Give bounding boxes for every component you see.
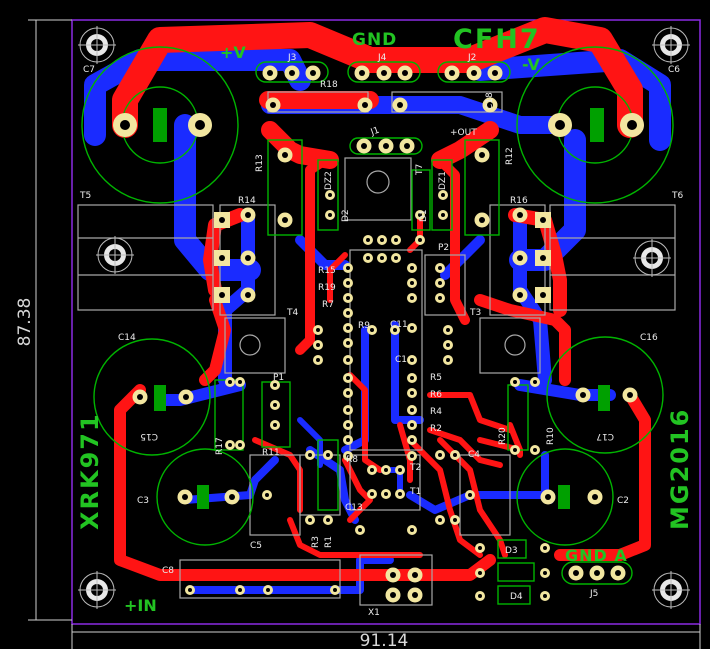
- ref-r5: R5: [430, 373, 442, 383]
- ref-p1: P1: [273, 373, 284, 383]
- ref-c18: C18: [485, 92, 495, 110]
- net-output-label: +OUT: [450, 128, 477, 138]
- ref-r9: R9: [358, 321, 370, 331]
- dimension-width: 91.14: [360, 631, 409, 649]
- ref-r15: R15: [318, 266, 336, 276]
- ref-c2: C2: [617, 496, 629, 506]
- dimension-height: 87.38: [15, 298, 35, 347]
- ref-p2: P2: [438, 243, 449, 253]
- pads-layer: [113, 65, 644, 603]
- ref-t2: T2: [409, 463, 421, 473]
- ref-c11: C11: [390, 320, 408, 330]
- ref-r10: R10: [546, 427, 556, 445]
- ref-d3: D3: [505, 546, 518, 556]
- revision-tag: MG2016: [666, 408, 694, 530]
- net-gnd-a-label: GND A: [565, 546, 628, 565]
- ref-r2: R2: [430, 424, 442, 434]
- ref-c13: C13: [345, 503, 363, 513]
- ref-t6: T6: [671, 191, 683, 201]
- silkscreen-layer: [77, 91, 676, 606]
- ref-c6: C6: [668, 65, 680, 75]
- ref-j3: J3: [287, 53, 296, 63]
- dimension-lines: [28, 19, 701, 649]
- ref-r7: R7: [322, 300, 334, 310]
- ref-d1: D1: [419, 209, 429, 222]
- ref-r11: R11: [262, 448, 280, 458]
- ref-dz1: DZ1: [438, 171, 448, 190]
- board-outline: [71, 19, 701, 625]
- ref-r3: R3: [311, 536, 321, 548]
- ref-j2: J2: [467, 53, 476, 63]
- ref-r6: R6: [430, 390, 442, 400]
- net-neg-supply-label: -V: [522, 55, 540, 74]
- ref-r1: R1: [324, 536, 334, 548]
- ref-t7: T7: [415, 164, 425, 176]
- ref-dz2: DZ2: [324, 171, 334, 190]
- ref-t4: T4: [286, 308, 298, 318]
- ref-c1: C1: [395, 355, 407, 365]
- ref-r18: R18: [320, 80, 338, 90]
- ref-r17: R17: [215, 437, 225, 455]
- ref-d2: D2: [341, 209, 351, 222]
- ref-c15: C15: [140, 431, 158, 441]
- ref-x1: X1: [368, 608, 380, 618]
- board-title: CFH7: [453, 24, 541, 55]
- ref-r8: R8: [346, 455, 358, 465]
- reference-designators: J3 J4 J2 J1 J5 R18 C18 C7 C6 R13 R12 DZ2…: [79, 53, 683, 618]
- ref-c17: C17: [596, 431, 614, 441]
- ref-c5: C5: [250, 541, 262, 551]
- ref-j5: J5: [589, 589, 598, 599]
- ref-r14: R14: [238, 196, 256, 206]
- ref-t5: T5: [79, 191, 91, 201]
- ref-c8: C8: [162, 566, 174, 576]
- ref-c4: C4: [468, 450, 480, 460]
- top-copper-layer: [112, 17, 651, 581]
- ref-j4: J4: [377, 53, 387, 63]
- ref-r12: R12: [505, 147, 515, 165]
- ref-r4: R4: [430, 407, 442, 417]
- ref-r13: R13: [255, 154, 265, 172]
- ref-j1: J1: [369, 126, 381, 139]
- ref-r16: R16: [510, 196, 528, 206]
- ref-c16: C16: [640, 333, 658, 343]
- ref-c3: C3: [137, 496, 149, 506]
- ref-t3: T3: [469, 308, 481, 318]
- net-gnd-label: GND: [352, 30, 397, 50]
- ref-t1: T1: [409, 487, 421, 497]
- ref-c14: C14: [118, 333, 136, 343]
- net-input-label: +IN: [124, 596, 157, 615]
- ref-r20: R20: [498, 427, 508, 445]
- ref-d4: D4: [510, 592, 523, 602]
- ref-r19: R19: [318, 283, 336, 293]
- ref-c7: C7: [83, 65, 95, 75]
- author-tag: XRK971: [76, 412, 104, 530]
- net-pos-supply-label: +V: [220, 43, 246, 62]
